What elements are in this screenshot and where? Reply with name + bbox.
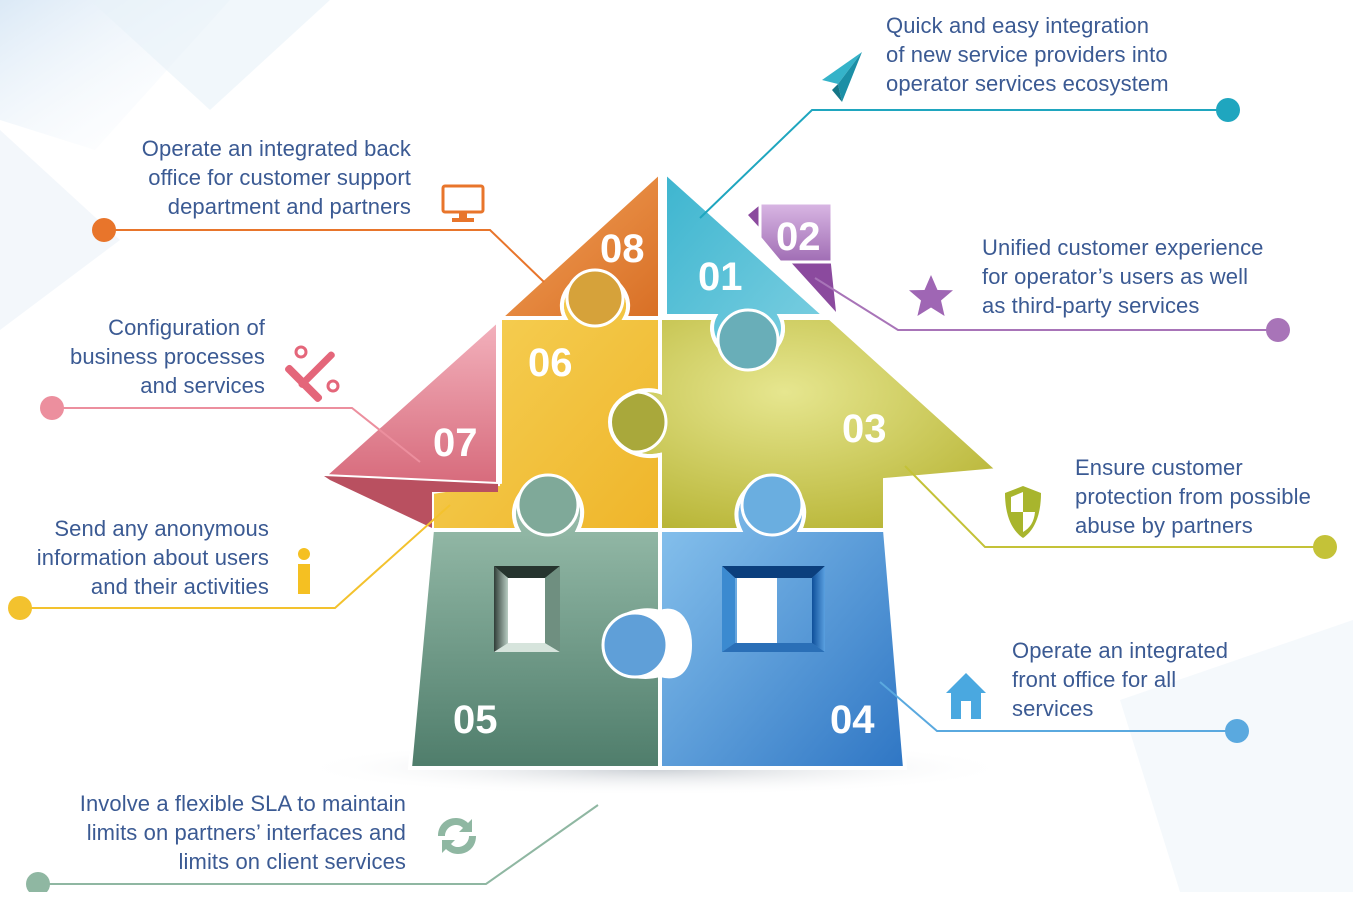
connector-dot-07 (40, 396, 64, 420)
connector-dot-03 (1313, 535, 1337, 559)
label-08-line-2: office for customer support (148, 165, 411, 190)
label-02: Unified customer experience for operator… (982, 233, 1264, 320)
connector-line-03 (904, 465, 1325, 548)
label-05-line-2: limits on partners’ interfaces and (86, 820, 406, 845)
label-02-line-3: as third-party services (982, 293, 1200, 318)
label-05-line-1: Involve a flexible SLA to maintain (79, 791, 406, 816)
label-07-line-1: Configuration of (108, 315, 265, 340)
connector-line-05 (38, 804, 599, 885)
star-icon (909, 275, 953, 316)
label-02-line-1: Unified customer experience (982, 235, 1264, 260)
puzzle-piece-05 (407, 477, 662, 770)
puzzle-piece-07 (319, 315, 500, 528)
label-05-line-3: limits on client services (178, 849, 406, 874)
label-03-line-3: abuse by partners (1075, 513, 1253, 538)
label-01: Quick and easy integration of new servic… (886, 11, 1169, 98)
label-04-line-3: services (1012, 696, 1094, 721)
connector-line-08 (104, 229, 545, 283)
label-02-line-2: for operator’s users as well (982, 264, 1249, 289)
connector-line-06 (20, 504, 451, 609)
tools-icon (285, 345, 340, 402)
piece-number-07: 07 (433, 421, 478, 465)
label-05: Involve a flexible SLA to maintain limit… (80, 789, 406, 876)
label-04: Operate an integrated front office for a… (1012, 636, 1228, 723)
label-01-line-1: Quick and easy integration (886, 13, 1150, 38)
connector-line-04 (879, 681, 1237, 732)
paper-plane-icon (822, 52, 862, 102)
label-06-line-2: information about users (36, 545, 269, 570)
label-07-line-2: business processes (69, 344, 265, 369)
puzzle-piece-04 (658, 477, 908, 770)
connector-line-01 (699, 109, 1228, 219)
label-07-line-3: and services (140, 373, 265, 398)
label-06-line-3: and their activities (90, 574, 269, 599)
connector-dot-08 (92, 218, 116, 242)
label-01-line-2: of new service providers into (886, 42, 1168, 67)
label-04-line-2: front office for all (1012, 667, 1177, 692)
label-08-line-1: Operate an integrated back (141, 136, 411, 161)
connector-line-07 (52, 407, 421, 463)
label-03-line-1: Ensure customer (1075, 455, 1243, 480)
puzzle-piece-02 (748, 201, 836, 312)
piece-number-03: 03 (842, 407, 887, 451)
label-01-line-3: operator services ecosystem (886, 71, 1169, 96)
puzzle-piece-01 (663, 167, 831, 372)
piece-number-02: 02 (776, 215, 821, 259)
home-icon (946, 673, 986, 719)
connector-dot-05 (26, 872, 50, 896)
connector-knob (601, 611, 669, 679)
piece-number-04: 04 (830, 698, 875, 742)
piece-number-05: 05 (453, 698, 498, 742)
label-06-line-1: Send any anonymous (54, 516, 269, 541)
connector-dot-04 (1225, 719, 1249, 743)
puzzle-piece-08 (494, 167, 662, 328)
shield-icon (1005, 486, 1041, 538)
label-03: Ensure customer protection from possible… (1075, 453, 1311, 540)
label-07: Configuration of business processes and … (70, 313, 265, 400)
label-08: Operate an integrated back office for cu… (142, 134, 411, 221)
monitor-icon (441, 184, 485, 222)
connector-dot-01 (1216, 98, 1240, 122)
refresh-icon (438, 818, 476, 854)
info-icon (298, 548, 310, 594)
piece-numbers: 01 02 03 04 05 06 07 08 (433, 215, 887, 742)
piece-number-08: 08 (600, 227, 645, 271)
connector-line-02 (814, 277, 1278, 331)
piece-number-01: 01 (698, 255, 743, 299)
connector-dot-06 (8, 596, 32, 620)
label-06: Send any anonymous information about use… (37, 514, 269, 601)
label-04-line-1: Operate an integrated (1012, 638, 1229, 663)
piece-number-06: 06 (528, 341, 573, 385)
label-03-line-2: protection from possible (1075, 484, 1311, 509)
connector-dot-02 (1266, 318, 1290, 342)
label-08-line-3: department and partners (167, 194, 411, 219)
